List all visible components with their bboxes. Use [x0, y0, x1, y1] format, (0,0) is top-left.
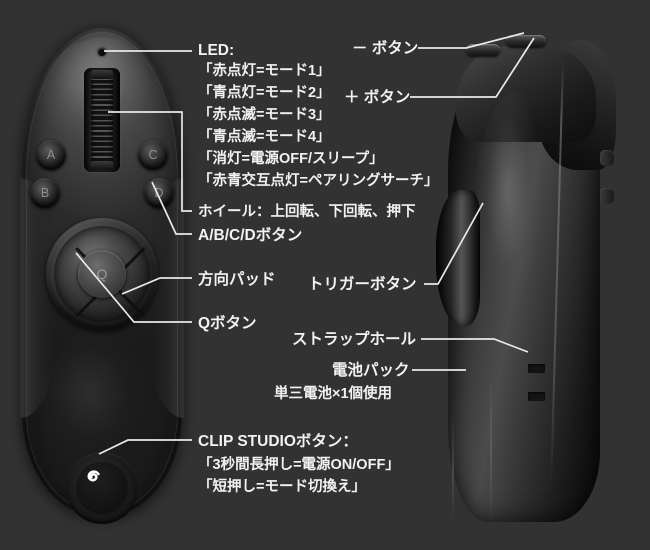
- callout-battery-note: 単三電池×1個使用: [274, 386, 393, 402]
- callout-abcd: A/B/C/Dボタン: [198, 227, 303, 244]
- callout-straphole: ストラップホール: [292, 331, 417, 348]
- button-a[interactable]: A: [36, 140, 66, 170]
- callout-led-line-5: 「消灯=電源OFF/スリープ」: [198, 151, 384, 167]
- callout-qbutton: Qボタン: [198, 315, 257, 332]
- clip-studio-button[interactable]: [66, 452, 138, 524]
- callout-led-line-2: 「青点灯=モード2」: [198, 85, 331, 101]
- scroll-wheel-housing: [84, 68, 120, 172]
- led-indicator: [98, 48, 106, 56]
- callout-led-line-1: 「赤点灯=モード1」: [198, 63, 331, 79]
- callout-led-line-4: 「青点滅=モード4」: [198, 129, 331, 145]
- callout-wheel: ホイール：上回転、下回転、押下: [198, 204, 416, 220]
- clip-studio-logo-icon: [87, 470, 100, 482]
- minus-button[interactable]: [466, 44, 500, 56]
- side-body-seam-lower: [490, 374, 492, 524]
- clip-studio-button-inner: [76, 462, 128, 514]
- device-top-view: A B C D Q: [20, 28, 184, 524]
- scroll-wheel[interactable]: [91, 73, 113, 167]
- callout-battery-heading: 電池パック: [332, 362, 410, 379]
- trigger-button[interactable]: [436, 190, 480, 326]
- callout-led-line-6: 「赤青交互点灯=ペアリングサーチ」: [198, 173, 439, 189]
- side-edge-button-lower[interactable]: [600, 188, 614, 204]
- direction-pad[interactable]: Q: [46, 218, 158, 330]
- callout-clipstudio-heading: CLIP STUDIOボタン：: [198, 433, 358, 450]
- button-d[interactable]: D: [144, 178, 174, 208]
- wheel-cap-bottom: [91, 161, 113, 170]
- callout-trigger: トリガーボタン: [308, 276, 417, 293]
- button-b[interactable]: B: [30, 178, 60, 208]
- callout-led-line-3: 「赤点滅=モード3」: [198, 107, 331, 123]
- callout-plus: ＋ ボタン: [344, 89, 411, 106]
- button-c[interactable]: C: [138, 140, 168, 170]
- device-side-view: [430, 22, 626, 524]
- callout-clipstudio-line-1: 「3秒間長押し=電源ON/OFF」: [198, 457, 400, 473]
- callout-minus: － ボタン: [352, 40, 419, 57]
- wheel-cap-top: [91, 70, 113, 79]
- callout-led-heading: LED:: [198, 42, 235, 59]
- side-body-highlight: [470, 92, 560, 422]
- callout-dpad: 方向パッド: [198, 271, 276, 288]
- strap-hole-slot-upper: [528, 364, 545, 373]
- device-body-side: [430, 22, 626, 524]
- callout-clipstudio-line-2: 「短押し=モード切換え」: [198, 479, 366, 495]
- battery-pack-seam: [452, 414, 454, 522]
- body-shadow-left: [20, 178, 54, 418]
- strap-hole-slot-lower: [528, 392, 545, 401]
- q-button[interactable]: Q: [78, 250, 126, 298]
- plus-button[interactable]: [506, 35, 546, 47]
- side-edge-button-upper[interactable]: [600, 150, 614, 166]
